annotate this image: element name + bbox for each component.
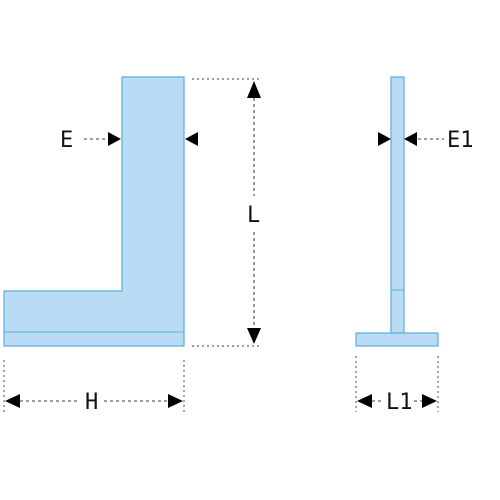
label-h: H — [85, 390, 98, 415]
dimension-e1: E1 — [378, 128, 474, 153]
dimension-l: L — [192, 78, 262, 347]
side-view-square — [355, 76, 439, 347]
label-e: E — [60, 128, 73, 153]
e-arrow-left — [185, 132, 198, 146]
l-arrow-down — [247, 328, 261, 344]
label-e1: E1 — [447, 128, 474, 153]
h-arrow-right — [168, 394, 183, 408]
blade-profile — [390, 76, 405, 334]
l1-arrow-right — [422, 394, 437, 408]
base-profile — [355, 332, 439, 347]
l-arrow-up — [247, 81, 261, 98]
l1-arrow-left — [357, 394, 372, 408]
label-l1: L1 — [386, 390, 413, 415]
e1-arrow-right — [378, 132, 391, 146]
square-body — [3, 76, 185, 347]
e1-arrow-left — [404, 132, 417, 146]
e-arrow-right — [108, 132, 121, 146]
front-view-square — [3, 76, 185, 347]
dimension-l1: L1 — [355, 356, 439, 415]
dimension-e: E — [60, 128, 198, 153]
h-arrow-left — [5, 394, 20, 408]
dimension-h: H — [3, 360, 185, 415]
label-l: L — [247, 203, 260, 228]
